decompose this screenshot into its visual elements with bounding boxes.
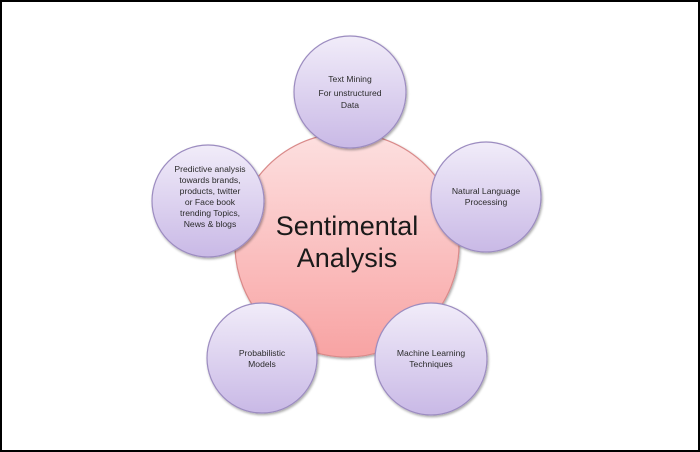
center-title-line-1: Sentimental bbox=[276, 211, 419, 241]
satellite-label-line: Natural Language bbox=[452, 186, 521, 196]
satellite-label-line: Techniques bbox=[409, 359, 452, 369]
satellite-circle bbox=[206, 302, 318, 414]
satellite-circle bbox=[374, 302, 488, 416]
satellite-label-line: Predictive analysis bbox=[174, 164, 245, 174]
satellite-circle bbox=[430, 141, 542, 253]
center-title-line-2: Analysis bbox=[297, 243, 398, 273]
satellite-label-line: or Face book bbox=[185, 197, 236, 207]
satellite-circle bbox=[293, 35, 407, 149]
satellite-label-line: Text Mining bbox=[328, 74, 372, 84]
satellite-probabilistic-models: Probabilistic Models bbox=[206, 302, 318, 414]
satellite-label-line: Probabilistic bbox=[239, 348, 286, 358]
center-node: Sentimental Analysis bbox=[234, 132, 460, 358]
satellite-label-line: Models bbox=[248, 359, 276, 369]
satellite-predictive-analysis: Predictive analysis towards brands, prod… bbox=[151, 144, 265, 258]
satellite-label-line: towards brands, bbox=[179, 175, 240, 185]
satellite-label-line: Processing bbox=[465, 197, 508, 207]
satellite-label-line: News & blogs bbox=[184, 219, 237, 229]
satellite-machine-learning-techniques: Machine Learning Techniques bbox=[374, 302, 488, 416]
satellite-label-line: trending Topics, bbox=[180, 208, 240, 218]
satellite-label-line: For unstructured bbox=[318, 88, 381, 98]
satellite-natural-language-processing: Natural Language Processing bbox=[430, 141, 542, 253]
satellite-circle bbox=[151, 144, 265, 258]
satellite-label-line: products, twitter bbox=[180, 186, 241, 196]
satellite-label-line: Machine Learning bbox=[397, 348, 466, 358]
satellite-label-line: Data bbox=[341, 100, 359, 110]
satellite-text-mining: Text Mining For unstructured Data bbox=[293, 35, 407, 149]
